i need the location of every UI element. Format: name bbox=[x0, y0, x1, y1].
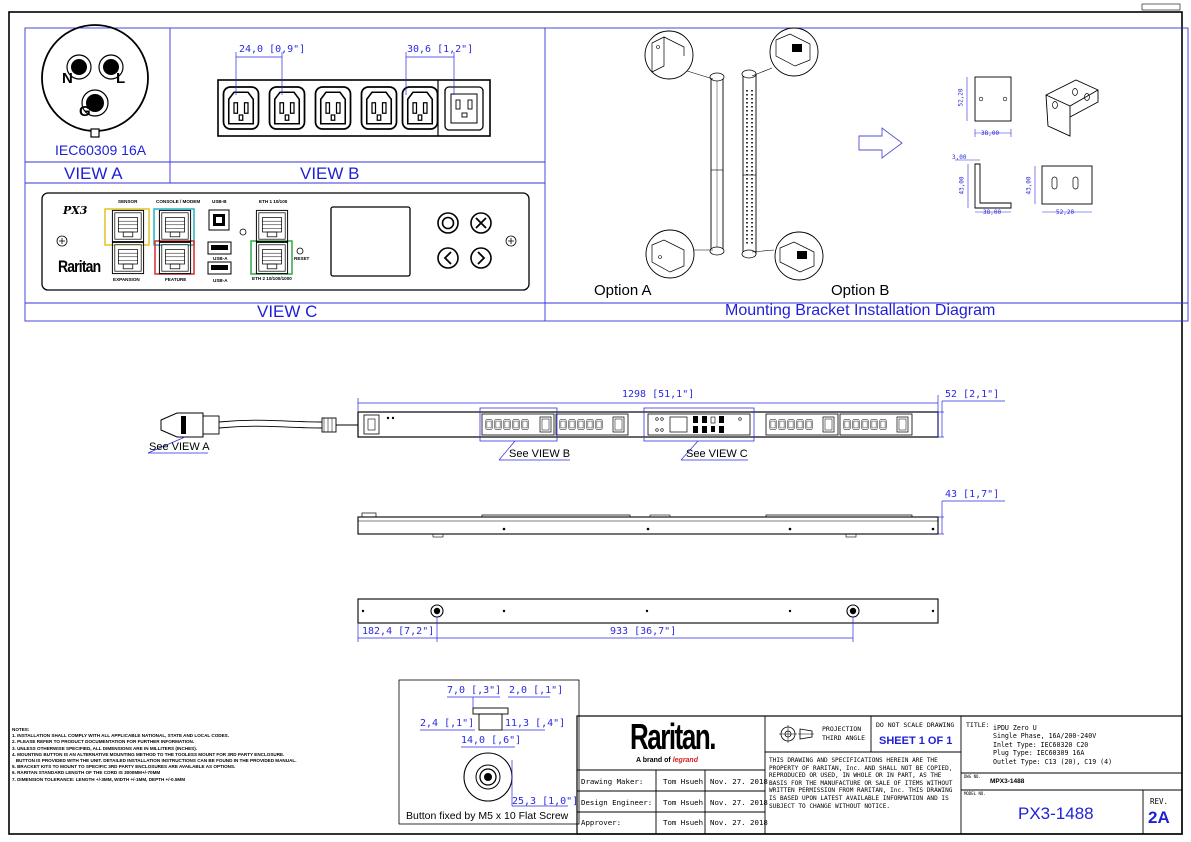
third-angle-label: THIRD ANGLE bbox=[822, 734, 866, 742]
tagline-text: A brand of bbox=[636, 757, 671, 764]
dwg-number: MPX3-1488 bbox=[990, 778, 1025, 785]
rev-label: REV. bbox=[1150, 797, 1169, 806]
see-view-c-callout: See VIEW C bbox=[686, 448, 748, 460]
pin-label-g: G bbox=[79, 103, 91, 120]
port-label-usb-a1: USB-A bbox=[213, 256, 228, 261]
no-scale-label: DO NOT SCALE DRAWING bbox=[876, 721, 955, 729]
dim-hole-offset: 182,4 [7,2"] bbox=[362, 626, 435, 637]
dim-button-5: 14,0 [,6"] bbox=[461, 735, 522, 746]
port-label-console: CONSOLE / MODEM bbox=[156, 199, 201, 204]
dim-bracket-side-width: 38,00 bbox=[983, 209, 1002, 216]
title-label: TITLE: bbox=[966, 721, 990, 729]
dim-button-6: 25,3 [1,0"] bbox=[512, 796, 579, 807]
controller-panel-drawing bbox=[41, 192, 530, 291]
title-line: Single Phase, 16A/200-240V bbox=[993, 732, 1097, 741]
dim-c19-width: 30,6 [1,2"] bbox=[407, 44, 474, 55]
title-line: Inlet Type: IEC60320 C20 bbox=[993, 740, 1089, 749]
px3-mark: PX3 bbox=[63, 204, 88, 217]
note-item: 2. PLEASE REFER TO PRODUCT DOCUMENTATION… bbox=[12, 739, 195, 745]
port-label-usb-b: USB-B bbox=[212, 199, 227, 204]
dim-bracket-face-height: 43,00 bbox=[1025, 176, 1033, 195]
option-b-label: Option B bbox=[831, 282, 890, 299]
option-a-label: Option A bbox=[594, 282, 652, 299]
note-item: BUTTON IS PROVIDED WITH THE UNIT. DETAIL… bbox=[12, 758, 297, 764]
dim-button-2: 2,0 [,1"] bbox=[509, 685, 564, 696]
dim-bracket-width: 38,00 bbox=[981, 130, 1000, 137]
plug-type-label: IEC60309 16A bbox=[55, 142, 147, 158]
revision: 2A bbox=[1148, 808, 1170, 827]
title-line: Plug Type: IEC60309 16A bbox=[993, 749, 1085, 758]
dim-outlet-pitch: 24,0 [0,9"] bbox=[239, 44, 306, 55]
see-view-a-callout: See VIEW A bbox=[149, 441, 210, 453]
button-detail-drawing bbox=[398, 679, 580, 825]
note-item: 5. BRACKET KITS TO MOUNT TO SPECIFIC 3RD… bbox=[12, 764, 236, 770]
note-item: 1. INSTALLATION SHALL COMPLY WITH ALL AP… bbox=[12, 733, 230, 739]
view-a-label: VIEW A bbox=[64, 164, 123, 183]
brand-tagline: A brand of legrand bbox=[636, 757, 698, 764]
note-item: 3. UNLESS OTHERWISE SPECIFIED, ALL DIMEN… bbox=[12, 745, 198, 751]
mounting-diagram-title: Mounting Bracket Installation Diagram bbox=[725, 302, 996, 319]
outlet-strip-drawing bbox=[217, 52, 491, 137]
dim-bracket-thickness: 3,00 bbox=[952, 154, 967, 161]
name-approver: Tom Hsueh bbox=[663, 818, 704, 827]
dim-bracket-side-height: 43,00 bbox=[958, 176, 966, 195]
general-notes: NOTES: 1. INSTALLATION SHALL COMPLY WITH… bbox=[12, 727, 296, 783]
button-caption: Button fixed by M5 x 10 Flat Screw bbox=[406, 810, 569, 822]
dim-pdu-depth: 43 [1,7"] bbox=[945, 489, 1000, 500]
dim-button-1: 7,0 [,3"] bbox=[447, 685, 502, 696]
note-item: 7. DIMENSION TOLERANCE: LENGTH +/-3MM, W… bbox=[12, 776, 186, 782]
plug-face-drawing bbox=[41, 24, 149, 138]
view-c-label: VIEW C bbox=[257, 302, 318, 321]
date-drawing-maker: Nov. 27. 2018 bbox=[710, 777, 768, 786]
sheet-number: SHEET 1 OF 1 bbox=[879, 735, 953, 747]
dwg-no-label: DWG NO. bbox=[964, 774, 981, 779]
name-design-engineer: Tom Hsueh bbox=[663, 798, 704, 807]
disclaimer-text: THIS DRAWING AND SPECIFICATIONS HEREIN A… bbox=[769, 757, 953, 810]
port-label-reset: RESET bbox=[294, 256, 310, 261]
role-approver: Approver: bbox=[581, 818, 622, 827]
model-number: PX3-1488 bbox=[1018, 804, 1094, 823]
note-item: 6. RARITAN STANDARD LENGTH OF THE CORD I… bbox=[12, 770, 161, 776]
pdu-side-view bbox=[357, 500, 1005, 538]
title-line: Outlet Type: C13 (20), C19 (4) bbox=[993, 757, 1113, 766]
title-lines: iPDU Zero U Single Phase, 16A/200-240V I… bbox=[993, 724, 1112, 766]
port-label-expansion: EXPANSION bbox=[113, 277, 140, 282]
raritan-panel-logo: Raritan bbox=[58, 257, 101, 276]
see-view-b-callout: See VIEW B bbox=[509, 448, 571, 460]
note-item: 4. MOUNTING BUTTON IS AN ALTERNATIVE MOU… bbox=[12, 751, 285, 757]
pin-label-n: N bbox=[62, 70, 73, 87]
date-design-engineer: Nov. 27. 2018 bbox=[710, 798, 768, 807]
projection-label: PROJECTION bbox=[822, 725, 862, 733]
port-label-eth2: ETH 2 10/100/1000 bbox=[252, 276, 292, 281]
mounting-options-drawing bbox=[644, 27, 1099, 281]
raritan-logo: Raritan. bbox=[630, 716, 716, 757]
notes-title: NOTES: bbox=[12, 727, 30, 732]
port-label-feature: FEATURE bbox=[165, 277, 187, 282]
title-block bbox=[576, 715, 1183, 835]
date-approver: Nov. 27. 2018 bbox=[710, 818, 768, 827]
dim-bracket-height: 52,20 bbox=[957, 88, 965, 107]
legrand-logo: legrand bbox=[672, 757, 698, 764]
view-b-label: VIEW B bbox=[300, 164, 360, 183]
port-label-eth1: ETH 1 10/100 bbox=[259, 199, 288, 204]
role-drawing-maker: Drawing Maker: bbox=[581, 777, 644, 786]
model-no-label: MODEL NO. bbox=[964, 791, 986, 796]
dim-bracket-face-width: 52,20 bbox=[1056, 209, 1075, 216]
pin-label-l: L bbox=[116, 70, 126, 87]
pdu-back-view bbox=[357, 598, 939, 642]
dim-button-4: 11,3 [,4"] bbox=[505, 718, 566, 729]
dim-pdu-width: 52 [2,1"] bbox=[945, 389, 1000, 400]
dim-pdu-length: 1298 [51,1"] bbox=[622, 389, 695, 400]
role-design-engineer: Design Engineer: bbox=[581, 798, 653, 807]
dim-button-3: 2,4 [,1"] bbox=[420, 718, 475, 729]
name-drawing-maker: Tom Hsueh bbox=[663, 777, 704, 786]
title-line: iPDU Zero U bbox=[993, 724, 1037, 732]
pdu-top-view bbox=[147, 395, 1005, 461]
port-label-usb-a2: USB-A bbox=[213, 278, 228, 283]
port-label-sensor: SENSOR bbox=[118, 199, 138, 204]
dim-hole-spacing: 933 [36,7"] bbox=[610, 626, 677, 637]
